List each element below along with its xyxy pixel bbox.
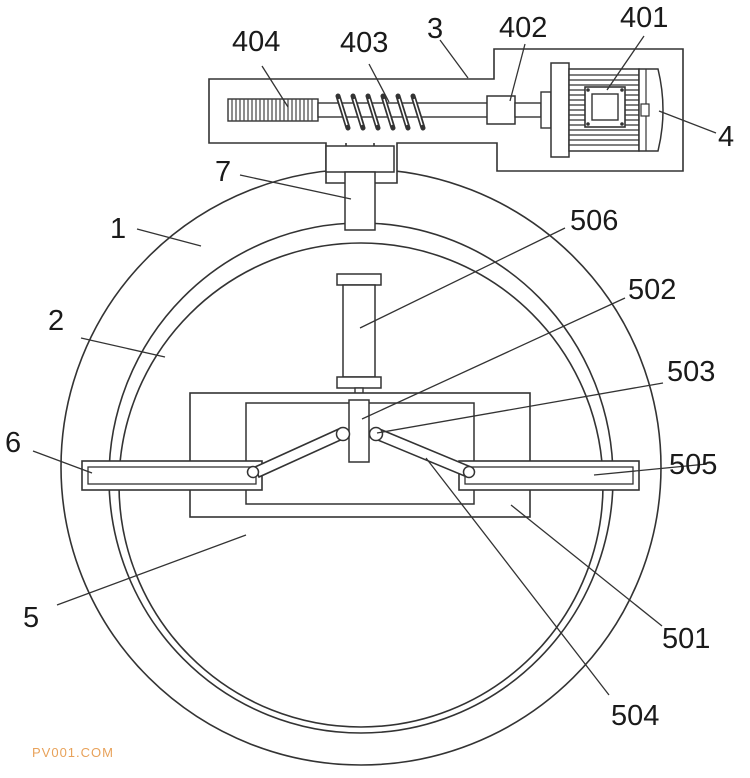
label-501: 501 bbox=[662, 623, 710, 655]
motor-flange bbox=[540, 91, 552, 129]
rack-teeth bbox=[231, 99, 313, 121]
drive-gear bbox=[325, 145, 395, 173]
label-402: 402 bbox=[499, 12, 547, 44]
label-3: 3 bbox=[427, 13, 443, 45]
label-404: 404 bbox=[232, 26, 280, 58]
pivot-right-503 bbox=[368, 426, 384, 442]
label-504: 504 bbox=[611, 700, 659, 732]
coupling-shaft bbox=[514, 102, 542, 118]
leader-lines bbox=[32, 35, 717, 696]
left-bar-inner bbox=[87, 466, 257, 485]
label-2: 2 bbox=[48, 305, 64, 337]
label-5: 5 bbox=[23, 602, 39, 634]
label-403: 403 bbox=[340, 27, 388, 59]
motor-401 bbox=[550, 62, 664, 158]
label-502: 502 bbox=[628, 274, 676, 306]
label-401: 401 bbox=[620, 2, 668, 34]
pivot-bar-right bbox=[462, 465, 476, 479]
watermark: PV001.COM bbox=[32, 745, 114, 760]
worm-threads-highlight bbox=[338, 98, 423, 126]
label-505: 505 bbox=[669, 449, 717, 481]
label-1: 1 bbox=[110, 213, 126, 245]
slider-502 bbox=[348, 399, 370, 463]
stem-7 bbox=[344, 171, 376, 231]
label-503: 503 bbox=[667, 356, 715, 388]
label-7: 7 bbox=[215, 156, 231, 188]
label-4: 4 bbox=[718, 121, 734, 153]
right-bar-inner bbox=[464, 466, 634, 485]
pivot-bar-left bbox=[246, 465, 260, 479]
pivot-left-503 bbox=[335, 426, 351, 442]
label-6: 6 bbox=[5, 427, 21, 459]
cylinder-506 bbox=[336, 273, 382, 401]
label-506: 506 bbox=[570, 205, 618, 237]
